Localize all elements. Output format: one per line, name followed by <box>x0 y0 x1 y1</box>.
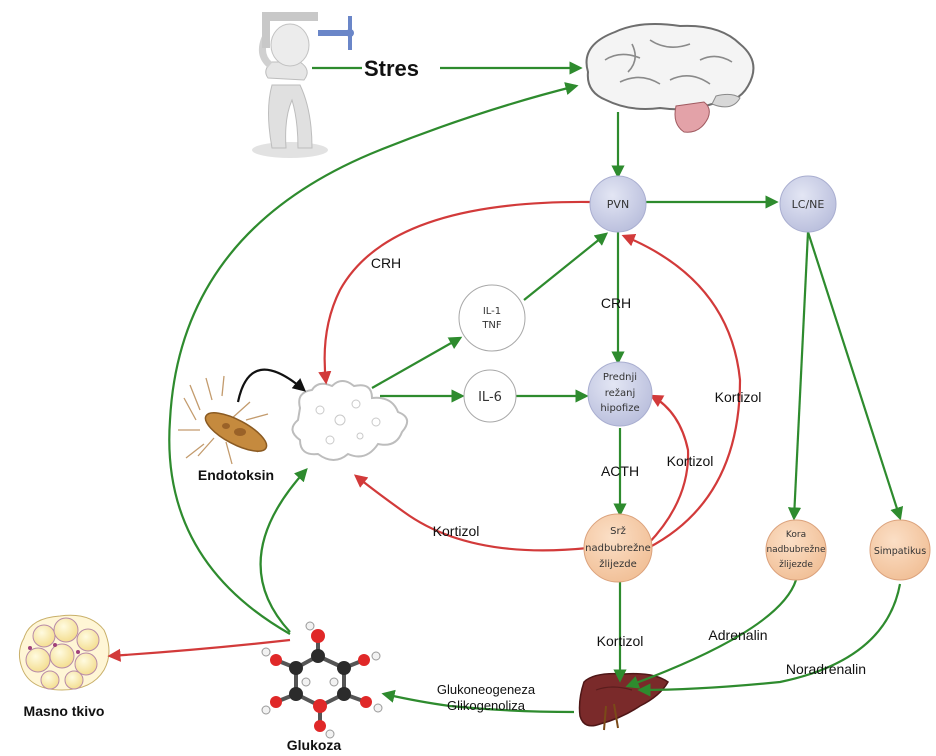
crh-left-label: CRH <box>371 255 401 271</box>
arrow-kora-to-liver <box>625 579 798 689</box>
kortizol-left-label: Kortizol <box>433 523 480 539</box>
noradrenalin-label: Noradrenalin <box>786 661 866 677</box>
brain-icon <box>585 23 755 133</box>
il6-label: IL-6 <box>478 390 502 405</box>
kortizol-inner-label: Kortizol <box>667 453 714 469</box>
node-pvn: PVN <box>589 175 647 233</box>
stressed-figure-icon <box>252 12 354 158</box>
rezanj-label: režanj <box>605 387 636 399</box>
endotoksin-label: Endotoksin <box>198 467 274 483</box>
arrow-lcne-to-kora <box>787 231 810 521</box>
arrow-glukoza-to-masno-tkivo <box>107 638 291 662</box>
fat-tissue-icon <box>18 614 110 691</box>
srz-nadbubrezne-label: nadbubrežne <box>585 542 651 554</box>
node-simpatikus: Simpatikus <box>869 519 931 581</box>
arrow-lcne-to-simpatikus <box>806 231 904 521</box>
glukoneogeneza-label: Glukoneogeneza <box>437 682 536 697</box>
arrow-simpatikus-to-liver <box>637 583 902 697</box>
srz-label: Srž <box>610 525 626 537</box>
arrow-glukoza-to-macrophage <box>259 468 308 633</box>
glukoza-label: Glukoza <box>287 737 342 753</box>
arrow-srz-kortizol-to-prednji <box>647 394 690 545</box>
arrow-srz-kortizol-to-macrophage <box>353 474 589 552</box>
node-prednji-rezanj-hipofize: Prednji režanj hipofize <box>587 361 653 427</box>
prednji-label: Prednji <box>603 372 637 383</box>
node-il6: IL-6 <box>463 369 517 423</box>
kora-nadbubrezne-label: nadbubrežne <box>766 545 826 555</box>
hipofize-label: hipofize <box>600 403 639 414</box>
stres-label: Stres <box>364 56 419 81</box>
masno-tkivo-label: Masno tkivo <box>24 703 105 719</box>
srz-zlijezde-label: žlijezde <box>599 558 637 570</box>
node-il1-tnf: IL-1 TNF <box>458 284 526 352</box>
bacteria-icon <box>178 375 269 465</box>
node-lcne: LC/NE <box>779 175 837 233</box>
arrow-endotoksin-to-macrophage <box>236 368 307 403</box>
acth-label: ACTH <box>601 463 639 479</box>
node-kora-nadbubrezne: Kora nadbubrežne žlijezde <box>765 519 827 581</box>
macrophage-icon <box>291 380 409 461</box>
crh-center-label: CRH <box>601 295 631 311</box>
kortizol-right-label: Kortizol <box>715 389 762 405</box>
node-srz-nadbubrezne: Srž nadbubrežne žlijezde <box>583 513 653 583</box>
arrow-il1-to-pvn <box>523 232 609 301</box>
adrenalin-label: Adrenalin <box>708 627 767 643</box>
kortizol-down-label: Kortizol <box>597 633 644 649</box>
kora-zlijezde-label: žlijezde <box>779 560 813 570</box>
glikogenoliza-label: Glikogenoliza <box>447 698 526 713</box>
arrow-pvn-crh-to-macrophage <box>318 200 591 385</box>
liver-icon <box>578 672 669 731</box>
il1-label: IL-1 <box>483 306 501 317</box>
arrow-macrophage-to-il1 <box>371 336 463 389</box>
tnf-label: TNF <box>481 320 502 331</box>
arrow-glukoza-to-brain <box>168 82 579 635</box>
arrow-srz-kortizol-to-pvn <box>621 233 742 549</box>
lcne-label: LC/NE <box>792 198 825 211</box>
kora-label: Kora <box>786 530 806 540</box>
pvn-label: PVN <box>607 198 629 211</box>
arrow-liver-to-glukoza <box>381 689 575 714</box>
simpatikus-label: Simpatikus <box>874 546 926 557</box>
glucose-molecule-icon <box>261 621 383 739</box>
